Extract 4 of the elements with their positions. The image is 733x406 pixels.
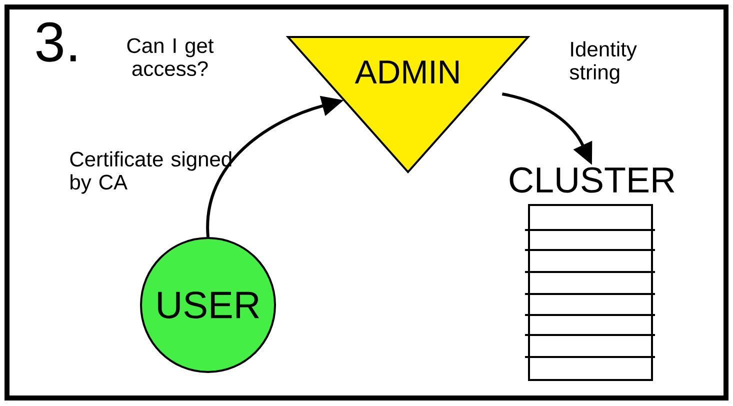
question-text: Can I get access? <box>127 38 214 76</box>
edge-label: Certificate signed by CA <box>70 151 232 194</box>
step-number: 3. <box>36 22 76 62</box>
edge-label: Identity string <box>570 41 637 84</box>
